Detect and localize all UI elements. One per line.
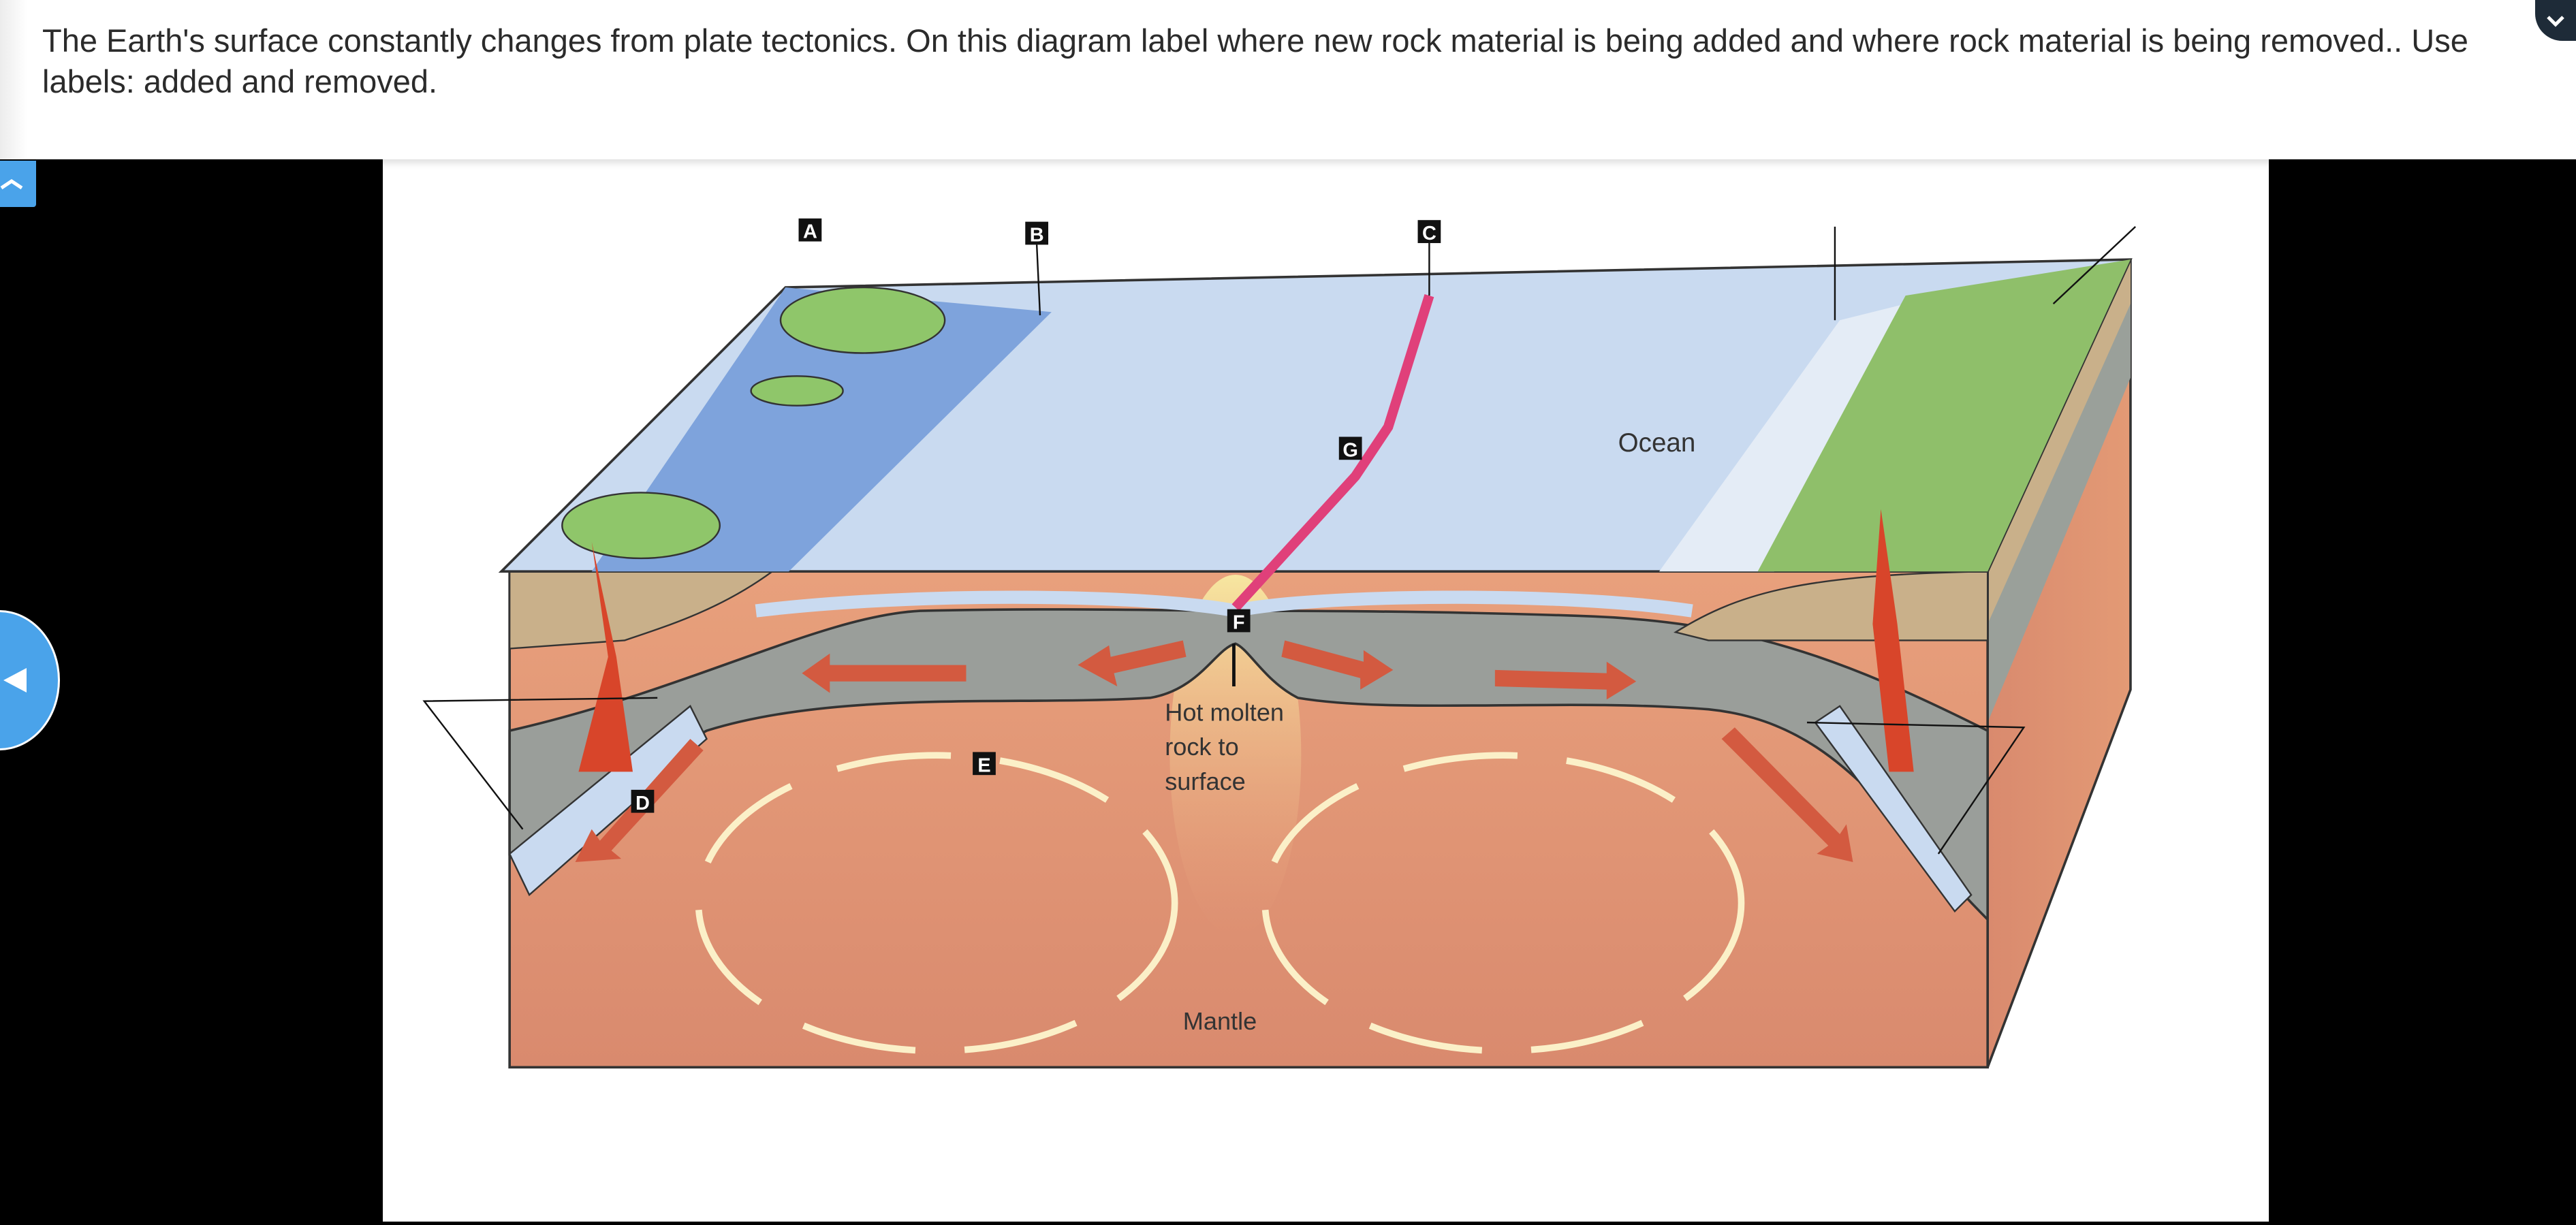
plate-arrow <box>802 653 967 693</box>
convection-cell-right <box>1261 752 1745 1055</box>
island-left <box>561 492 721 560</box>
ridge-rift <box>1231 293 1434 611</box>
label-g: G <box>1338 436 1362 461</box>
header-edge <box>0 0 27 159</box>
trench-left <box>591 287 1052 572</box>
label-e-text: E <box>977 754 990 776</box>
magma-right <box>1872 509 1914 772</box>
plate-arrow <box>1078 640 1187 686</box>
leader-line <box>1806 721 2026 855</box>
label-a: A <box>798 218 822 243</box>
label-f: F <box>1227 609 1251 686</box>
leader-line <box>422 697 658 830</box>
label-e: E <box>973 752 996 776</box>
ocean-label: Ocean <box>1618 428 1696 458</box>
island-a <box>779 286 946 354</box>
magma-left <box>578 541 633 772</box>
subducting-slab-right <box>1814 705 1973 913</box>
hot-rock-label-line2: rock to <box>1165 733 1239 761</box>
leader-line <box>2052 225 2137 305</box>
label-a-text: A <box>803 221 817 243</box>
continent-left <box>508 570 775 650</box>
plate-arrow <box>1494 661 1637 700</box>
chevron-down-icon <box>2547 16 2564 27</box>
label-d-text: D <box>635 793 650 814</box>
hot-rock-label-line1: Hot molten <box>1165 699 1284 727</box>
label-b: B <box>1025 221 1049 316</box>
label-c: C <box>1417 220 1441 296</box>
label-b-text: B <box>1030 225 1044 246</box>
label-c-text: C <box>1422 223 1436 244</box>
question-header: The Earth's surface constantly changes f… <box>0 0 2576 159</box>
triangle-left-icon <box>3 668 27 693</box>
plate-arrow <box>1281 640 1394 690</box>
label-f-text: F <box>1233 612 1245 634</box>
plate-tectonics-diagram: A B C G F E D Ocean Hot molten rock to s… <box>422 218 2137 1069</box>
plate-arrow <box>1721 727 1853 862</box>
mantle-label: Mantle <box>1183 1007 1257 1035</box>
chevron-up-icon <box>0 178 23 190</box>
side-land <box>1988 259 2131 624</box>
hot-rock-label-line3: surface <box>1165 767 1246 795</box>
previous-button[interactable] <box>0 610 60 750</box>
scroll-up-button[interactable] <box>0 161 36 207</box>
label-g-text: G <box>1342 439 1358 461</box>
label-d: D <box>631 789 655 814</box>
question-text: The Earth's surface constantly changes f… <box>42 22 2468 99</box>
convection-cell-left <box>695 752 1178 1055</box>
diagram-panel: A B C G F E D Ocean Hot molten rock to s… <box>383 159 2269 1222</box>
mountains-right <box>1757 259 2131 572</box>
island-small <box>750 375 844 407</box>
